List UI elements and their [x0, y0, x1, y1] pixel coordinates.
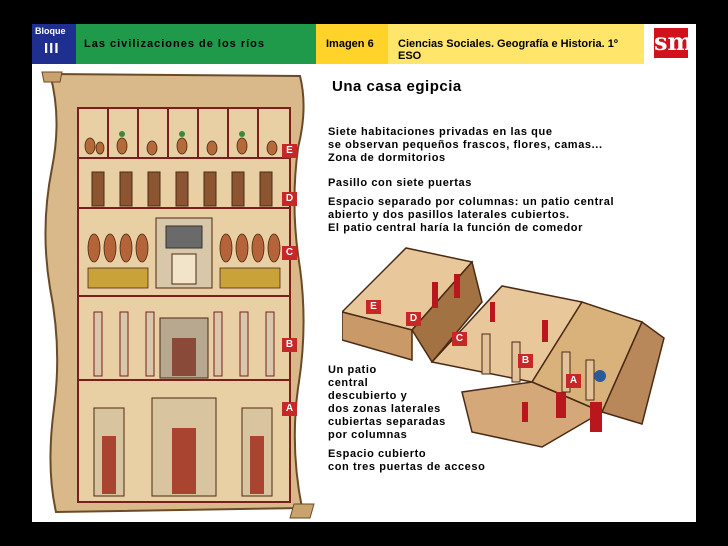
description-c-line-3: El patio central haría la función de com…	[328, 222, 584, 234]
description-e-line-3: Zona de dormitorios	[328, 152, 446, 164]
description-d: Pasillo con siete puertas	[328, 177, 472, 190]
scroll-marker-a: A	[282, 402, 297, 416]
description-c-line-2: abierto y dos pasillos laterales cubiert…	[328, 209, 570, 221]
scroll-marker-d: D	[282, 192, 297, 206]
scroll-marker-c: C	[282, 246, 297, 260]
description-e-line-1: Siete habitaciones privadas en las que	[328, 126, 553, 138]
topic-header: Las civilizaciones de los ríos	[76, 24, 316, 64]
description-a-line-2: con tres puertas de acceso	[328, 461, 486, 473]
scroll-marker-e: E	[282, 144, 297, 158]
description-b: Un patio central descubierto y dos zonas…	[328, 364, 446, 442]
subject-header: Ciencias Sociales. Geografía e Historia.…	[388, 24, 644, 64]
description-b-line-1: Un patio	[328, 364, 377, 376]
description-b-line-4: dos zonas laterales	[328, 403, 441, 415]
slide: Bloque III Las civilizaciones de los río…	[32, 24, 696, 522]
description-b-line-6: por columnas	[328, 429, 408, 441]
image-label: Imagen 6	[326, 38, 374, 50]
description-b-line-3: descubierto y	[328, 390, 408, 402]
house-marker-d: D	[406, 312, 421, 326]
page-title: Una casa egipcia	[332, 78, 462, 95]
image-number-header: Imagen 6	[316, 24, 388, 64]
description-b-line-5: cubiertas separadas	[328, 416, 446, 428]
papyrus-house-cross-section	[41, 71, 315, 519]
description-d-line-1: Pasillo con siete puertas	[328, 177, 472, 189]
house-3d-illustration	[342, 247, 665, 448]
block-label: Bloque	[35, 26, 66, 36]
description-b-line-2: central	[328, 377, 369, 389]
description-e: Siete habitaciones privadas en las que s…	[328, 126, 603, 165]
publisher-logo: sm	[644, 24, 696, 64]
house-marker-b: B	[518, 354, 533, 368]
block-number: III	[44, 40, 60, 57]
house-marker-a: A	[566, 374, 581, 388]
house-marker-c: C	[452, 332, 467, 346]
house-marker-e: E	[366, 300, 381, 314]
description-c: Espacio separado por columnas: un patio …	[328, 196, 614, 235]
header-bar: Bloque III Las civilizaciones de los río…	[32, 24, 696, 64]
description-e-line-2: se observan pequeños frascos, flores, ca…	[328, 139, 603, 151]
block-badge: Bloque III	[32, 24, 76, 64]
scroll-marker-b: B	[282, 338, 297, 352]
subject-title: Ciencias Sociales. Geografía e Historia.…	[398, 38, 618, 62]
description-c-line-1: Espacio separado por columnas: un patio …	[328, 196, 615, 208]
sm-logo: sm	[654, 27, 693, 58]
description-a: Espacio cubierto con tres puertas de acc…	[328, 448, 485, 474]
description-a-line-1: Espacio cubierto	[328, 448, 427, 460]
topic-title: Las civilizaciones de los ríos	[84, 38, 266, 50]
